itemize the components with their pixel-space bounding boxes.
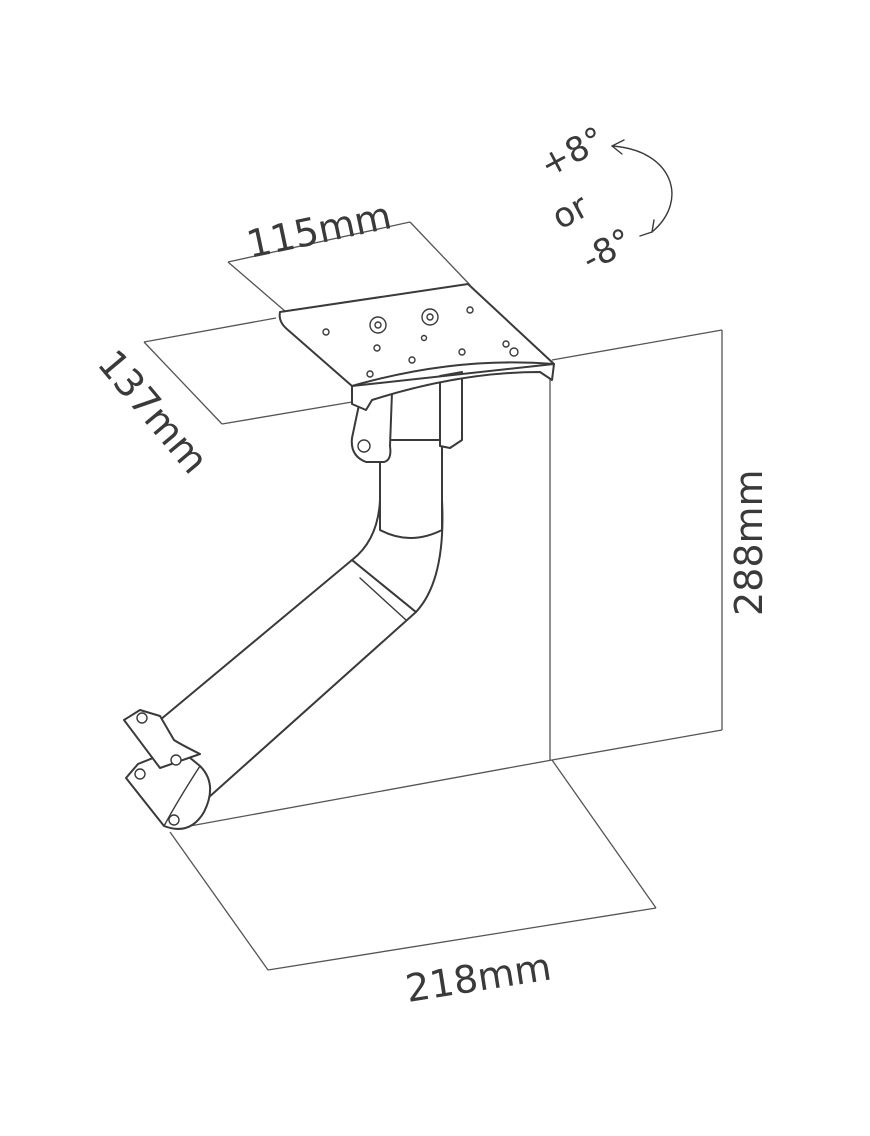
width-dim-line — [227, 221, 411, 263]
plate-hole — [420, 334, 428, 342]
base-ext-left — [169, 831, 269, 971]
plate-hole — [466, 306, 474, 314]
plate-hole — [458, 348, 466, 356]
depth-label: 137mm — [89, 342, 217, 483]
depth-ext-bottom — [221, 401, 353, 425]
tilt-or-label: or — [545, 186, 595, 238]
tilt-plus-label: +8° — [533, 119, 611, 186]
height-label: 288mm — [727, 469, 771, 616]
clamp-hole — [170, 754, 182, 766]
plate-hole — [366, 370, 374, 378]
base-label: 218mm — [403, 945, 555, 1011]
dimension-lines — [143, 221, 723, 971]
width-ext-right — [409, 221, 471, 286]
clamp-hole — [168, 814, 180, 826]
clamp-hole — [136, 712, 148, 724]
mount-body — [123, 283, 555, 830]
clamp-ring-curve — [163, 765, 201, 827]
arm-bend-seam — [359, 577, 407, 621]
plate-front-edge — [351, 363, 555, 411]
plate-hole-large-left-inner — [374, 321, 382, 329]
bracket-bolt — [357, 439, 371, 453]
plate-hole — [509, 347, 519, 357]
width-ext-left — [227, 261, 287, 313]
height-ext-bottom — [551, 729, 723, 761]
rear-bracket — [439, 371, 463, 449]
base-clamp-upper — [123, 709, 201, 769]
tilt-arrowhead-bottom — [639, 219, 655, 237]
top-plate — [278, 283, 555, 387]
base-dim-line — [267, 907, 657, 971]
plate-hole — [408, 356, 416, 364]
plate-hole — [322, 328, 330, 336]
base-ext-right — [551, 759, 657, 909]
plate-hole — [373, 344, 381, 352]
plate-hole-large-right-inner — [426, 313, 434, 321]
lower-arm — [159, 559, 417, 799]
vertical-tube — [379, 439, 443, 539]
depth-dim-line — [143, 341, 223, 425]
base-ext-top — [189, 759, 553, 827]
plate-holes — [322, 306, 519, 378]
height-ext-top — [551, 329, 723, 361]
tilt-arrow — [611, 139, 673, 237]
depth-ext-top — [143, 317, 277, 343]
clamp-hole — [134, 768, 146, 780]
plate-hole — [502, 340, 510, 348]
width-label: 115mm — [243, 193, 396, 267]
tilt-minus-label: -8° — [575, 221, 639, 280]
tilt-arc — [611, 145, 673, 233]
tilt-arrowhead-top — [611, 139, 625, 155]
